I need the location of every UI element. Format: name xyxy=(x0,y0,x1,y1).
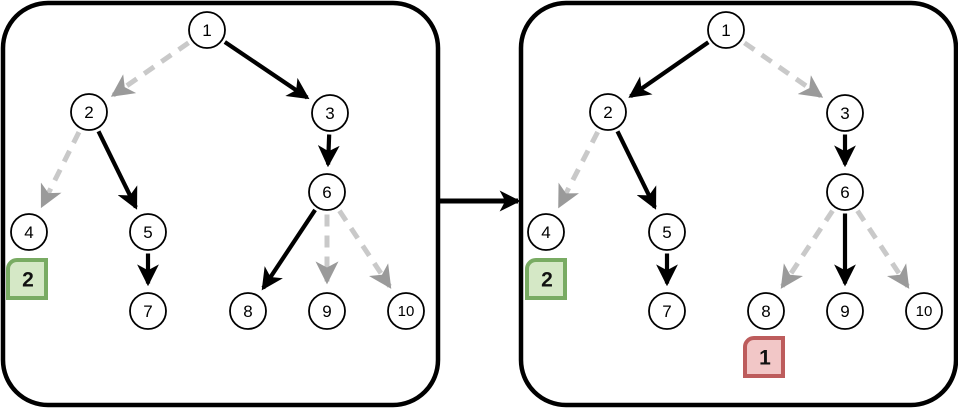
node-label-4: 4 xyxy=(24,223,33,242)
node-6[interactable]: 6 xyxy=(308,173,346,211)
node-9[interactable]: 9 xyxy=(826,292,864,330)
node-circle-1[interactable] xyxy=(188,11,226,49)
node-3[interactable]: 3 xyxy=(826,94,864,132)
badge-red-right-shape[interactable] xyxy=(743,336,785,378)
node-circle-2[interactable] xyxy=(70,93,108,131)
node-1[interactable]: 1 xyxy=(188,11,226,49)
edge-2-to-5-solid xyxy=(96,130,138,210)
node-circle-9[interactable] xyxy=(308,292,346,330)
node-8[interactable]: 8 xyxy=(747,292,785,330)
node-1[interactable]: 1 xyxy=(707,11,745,49)
node-label-2: 2 xyxy=(84,103,93,122)
badge-red-right[interactable]: 1 xyxy=(743,336,785,378)
panel-frame-right xyxy=(518,0,958,408)
node-circle-5[interactable] xyxy=(129,213,167,251)
node-circle-7[interactable] xyxy=(129,292,167,330)
node-label-7: 7 xyxy=(662,302,671,321)
node-label-9: 9 xyxy=(840,302,849,321)
node-circle-2[interactable] xyxy=(589,93,627,131)
node-circle-7[interactable] xyxy=(648,292,686,330)
node-circle-8[interactable] xyxy=(747,292,785,330)
edge-2-to-4-dashed xyxy=(557,130,600,209)
nodes-right: 1 2 3 4 5 6 7 8 9 10 xyxy=(527,11,943,330)
edges-left xyxy=(39,40,392,291)
node-label-5: 5 xyxy=(662,223,671,242)
node-label-2: 2 xyxy=(603,103,612,122)
edge-1-to-3-dashed xyxy=(743,40,824,99)
node-4[interactable]: 4 xyxy=(527,213,565,251)
badge-red-right-label: 1 xyxy=(759,347,771,370)
node-3[interactable]: 3 xyxy=(311,94,349,132)
node-label-1: 1 xyxy=(721,21,730,40)
edge-6-to-8-solid xyxy=(261,208,317,291)
edge-3-to-6-solid xyxy=(317,134,340,168)
node-label-9: 9 xyxy=(322,302,331,321)
edge-1-to-2-solid xyxy=(628,40,710,99)
panel-frame-left xyxy=(0,0,441,408)
edge-2-to-5-solid xyxy=(615,130,657,210)
node-5[interactable]: 5 xyxy=(129,213,167,251)
node-9[interactable]: 9 xyxy=(308,292,346,330)
node-7[interactable]: 7 xyxy=(129,292,167,330)
edge-6-to-8-dashed xyxy=(780,209,835,289)
node-circle-9[interactable] xyxy=(826,292,864,330)
edge-1-to-3-solid xyxy=(223,40,310,100)
node-label-8: 8 xyxy=(243,302,252,321)
node-5[interactable]: 5 xyxy=(648,213,686,251)
badge-green-right[interactable]: 2 xyxy=(525,258,567,300)
node-circle-4[interactable] xyxy=(527,213,565,251)
node-10[interactable]: 10 xyxy=(905,292,943,330)
node-circle-10[interactable] xyxy=(387,292,425,330)
node-label-4: 4 xyxy=(541,223,550,242)
node-label-7: 7 xyxy=(143,302,152,321)
badges-left: 2 xyxy=(6,258,48,300)
badge-green-right-shape[interactable] xyxy=(525,258,567,300)
edge-6-to-10-dashed xyxy=(337,209,392,289)
badge-green-left-label: 2 xyxy=(22,269,34,292)
node-8[interactable]: 8 xyxy=(229,292,267,330)
node-circle-6[interactable] xyxy=(308,173,346,211)
badges-right: 21 xyxy=(525,258,785,378)
node-7[interactable]: 7 xyxy=(648,292,686,330)
node-circle-3[interactable] xyxy=(311,94,349,132)
node-2[interactable]: 2 xyxy=(589,93,627,131)
node-2[interactable]: 2 xyxy=(70,93,108,131)
node-label-5: 5 xyxy=(143,223,152,242)
edge-2-to-4-dashed xyxy=(39,131,82,209)
edge-1-to-2-dashed xyxy=(110,40,190,98)
node-label-1: 1 xyxy=(202,21,211,40)
node-4[interactable]: 4 xyxy=(10,213,48,251)
panel-before-panel: 1 2 3 4 5 6 7 8 9 10 2 xyxy=(0,0,441,408)
node-label-10: 10 xyxy=(916,303,933,320)
node-circle-1[interactable] xyxy=(707,11,745,49)
edge-6-to-10-dashed xyxy=(855,209,910,289)
node-label-6: 6 xyxy=(840,183,849,202)
node-6[interactable]: 6 xyxy=(826,173,864,211)
node-circle-3[interactable] xyxy=(826,94,864,132)
node-circle-6[interactable] xyxy=(826,173,864,211)
node-label-10: 10 xyxy=(398,303,415,320)
node-label-6: 6 xyxy=(322,183,331,202)
node-circle-8[interactable] xyxy=(229,292,267,330)
node-label-8: 8 xyxy=(761,302,770,321)
node-10[interactable]: 10 xyxy=(387,292,425,330)
edges-right xyxy=(557,40,910,289)
node-label-3: 3 xyxy=(840,104,849,123)
badge-green-left[interactable]: 2 xyxy=(6,258,48,300)
node-label-3: 3 xyxy=(325,104,334,123)
badge-green-right-label: 2 xyxy=(541,269,553,292)
node-circle-4[interactable] xyxy=(10,213,48,251)
badge-green-left-shape[interactable] xyxy=(6,258,48,300)
nodes-left: 1 2 3 4 5 6 7 8 9 10 xyxy=(10,11,425,330)
node-circle-5[interactable] xyxy=(648,213,686,251)
node-circle-10[interactable] xyxy=(905,292,943,330)
